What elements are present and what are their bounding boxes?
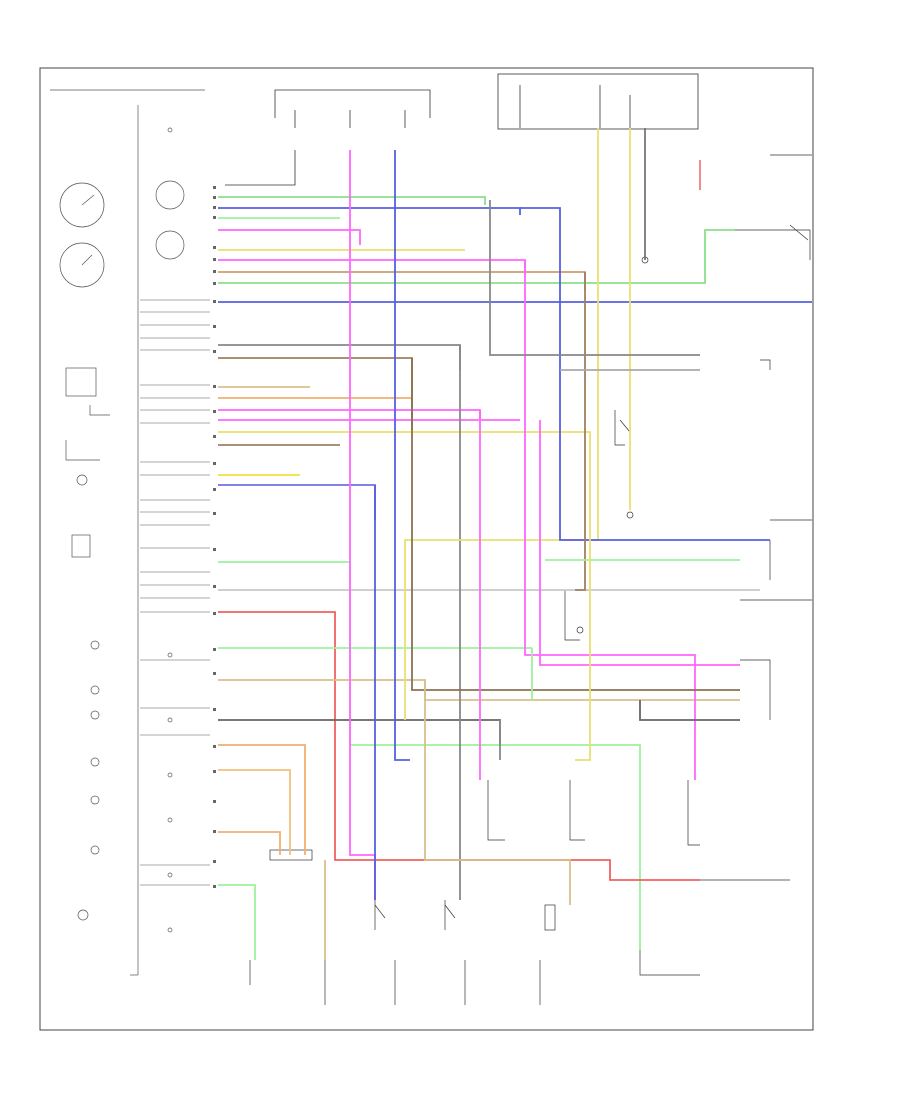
wire-pink-3: [218, 409, 481, 420]
wire-pink-v1: [349, 150, 376, 900]
wire-pink-v4: [539, 420, 740, 666]
wire-orange-3: [218, 769, 291, 855]
wire-orange-2: [218, 744, 306, 855]
wire-brown-v2: [411, 358, 740, 691]
wire-green-1: [218, 196, 486, 205]
right-components: [564, 154, 812, 720]
wire-brown-v1: [575, 272, 586, 591]
lamp-bottom-left: [269, 849, 313, 861]
wire-gray-v5: [639, 700, 740, 721]
wire-tan-v1: [424, 680, 571, 905]
wires: [218, 128, 812, 960]
wire-lightgreen-5: [218, 884, 256, 960]
temp-gauge-icon: [155, 230, 185, 260]
instrument-cluster-panel: [50, 89, 205, 976]
wire-yellow-2: [218, 431, 591, 520]
ground-symbol-mid2: [626, 511, 634, 519]
wire-green-2: [218, 229, 735, 284]
wire-pink-1: [218, 229, 361, 245]
wire-gray-2: [218, 719, 501, 745]
wire-pink-v2: [524, 260, 696, 780]
indicator-lamp-icon: [76, 474, 88, 486]
bottom-components: [249, 780, 790, 1005]
wire-orange-4: [218, 831, 281, 855]
wire-yellow-v1: [404, 128, 599, 720]
diagram-frame: [39, 67, 814, 1031]
fuse-block-top: [225, 73, 699, 190]
cluster-connector: [140, 299, 210, 886]
speedometer-gauge-icon: [59, 182, 105, 228]
wire-blue-v1: [394, 150, 410, 761]
tachometer-gauge-icon: [59, 242, 105, 288]
wire-blue-1: [218, 207, 521, 215]
ground-symbol-mid: [576, 626, 584, 634]
connector-pin-dots: [213, 186, 216, 888]
junction-box-top-right: [497, 73, 699, 130]
wire-blue-v3: [520, 207, 770, 541]
warning-module-box: [65, 367, 97, 397]
wire-blue-3: [218, 484, 376, 520]
wire-gray-v3: [489, 200, 700, 356]
wire-yellow-v3: [575, 520, 591, 761]
wire-brown-1: [218, 271, 586, 290]
lamp-bottom-icon: [77, 909, 89, 921]
fuel-gauge-icon: [155, 180, 185, 210]
wire-lightgreen-3: [218, 561, 641, 950]
